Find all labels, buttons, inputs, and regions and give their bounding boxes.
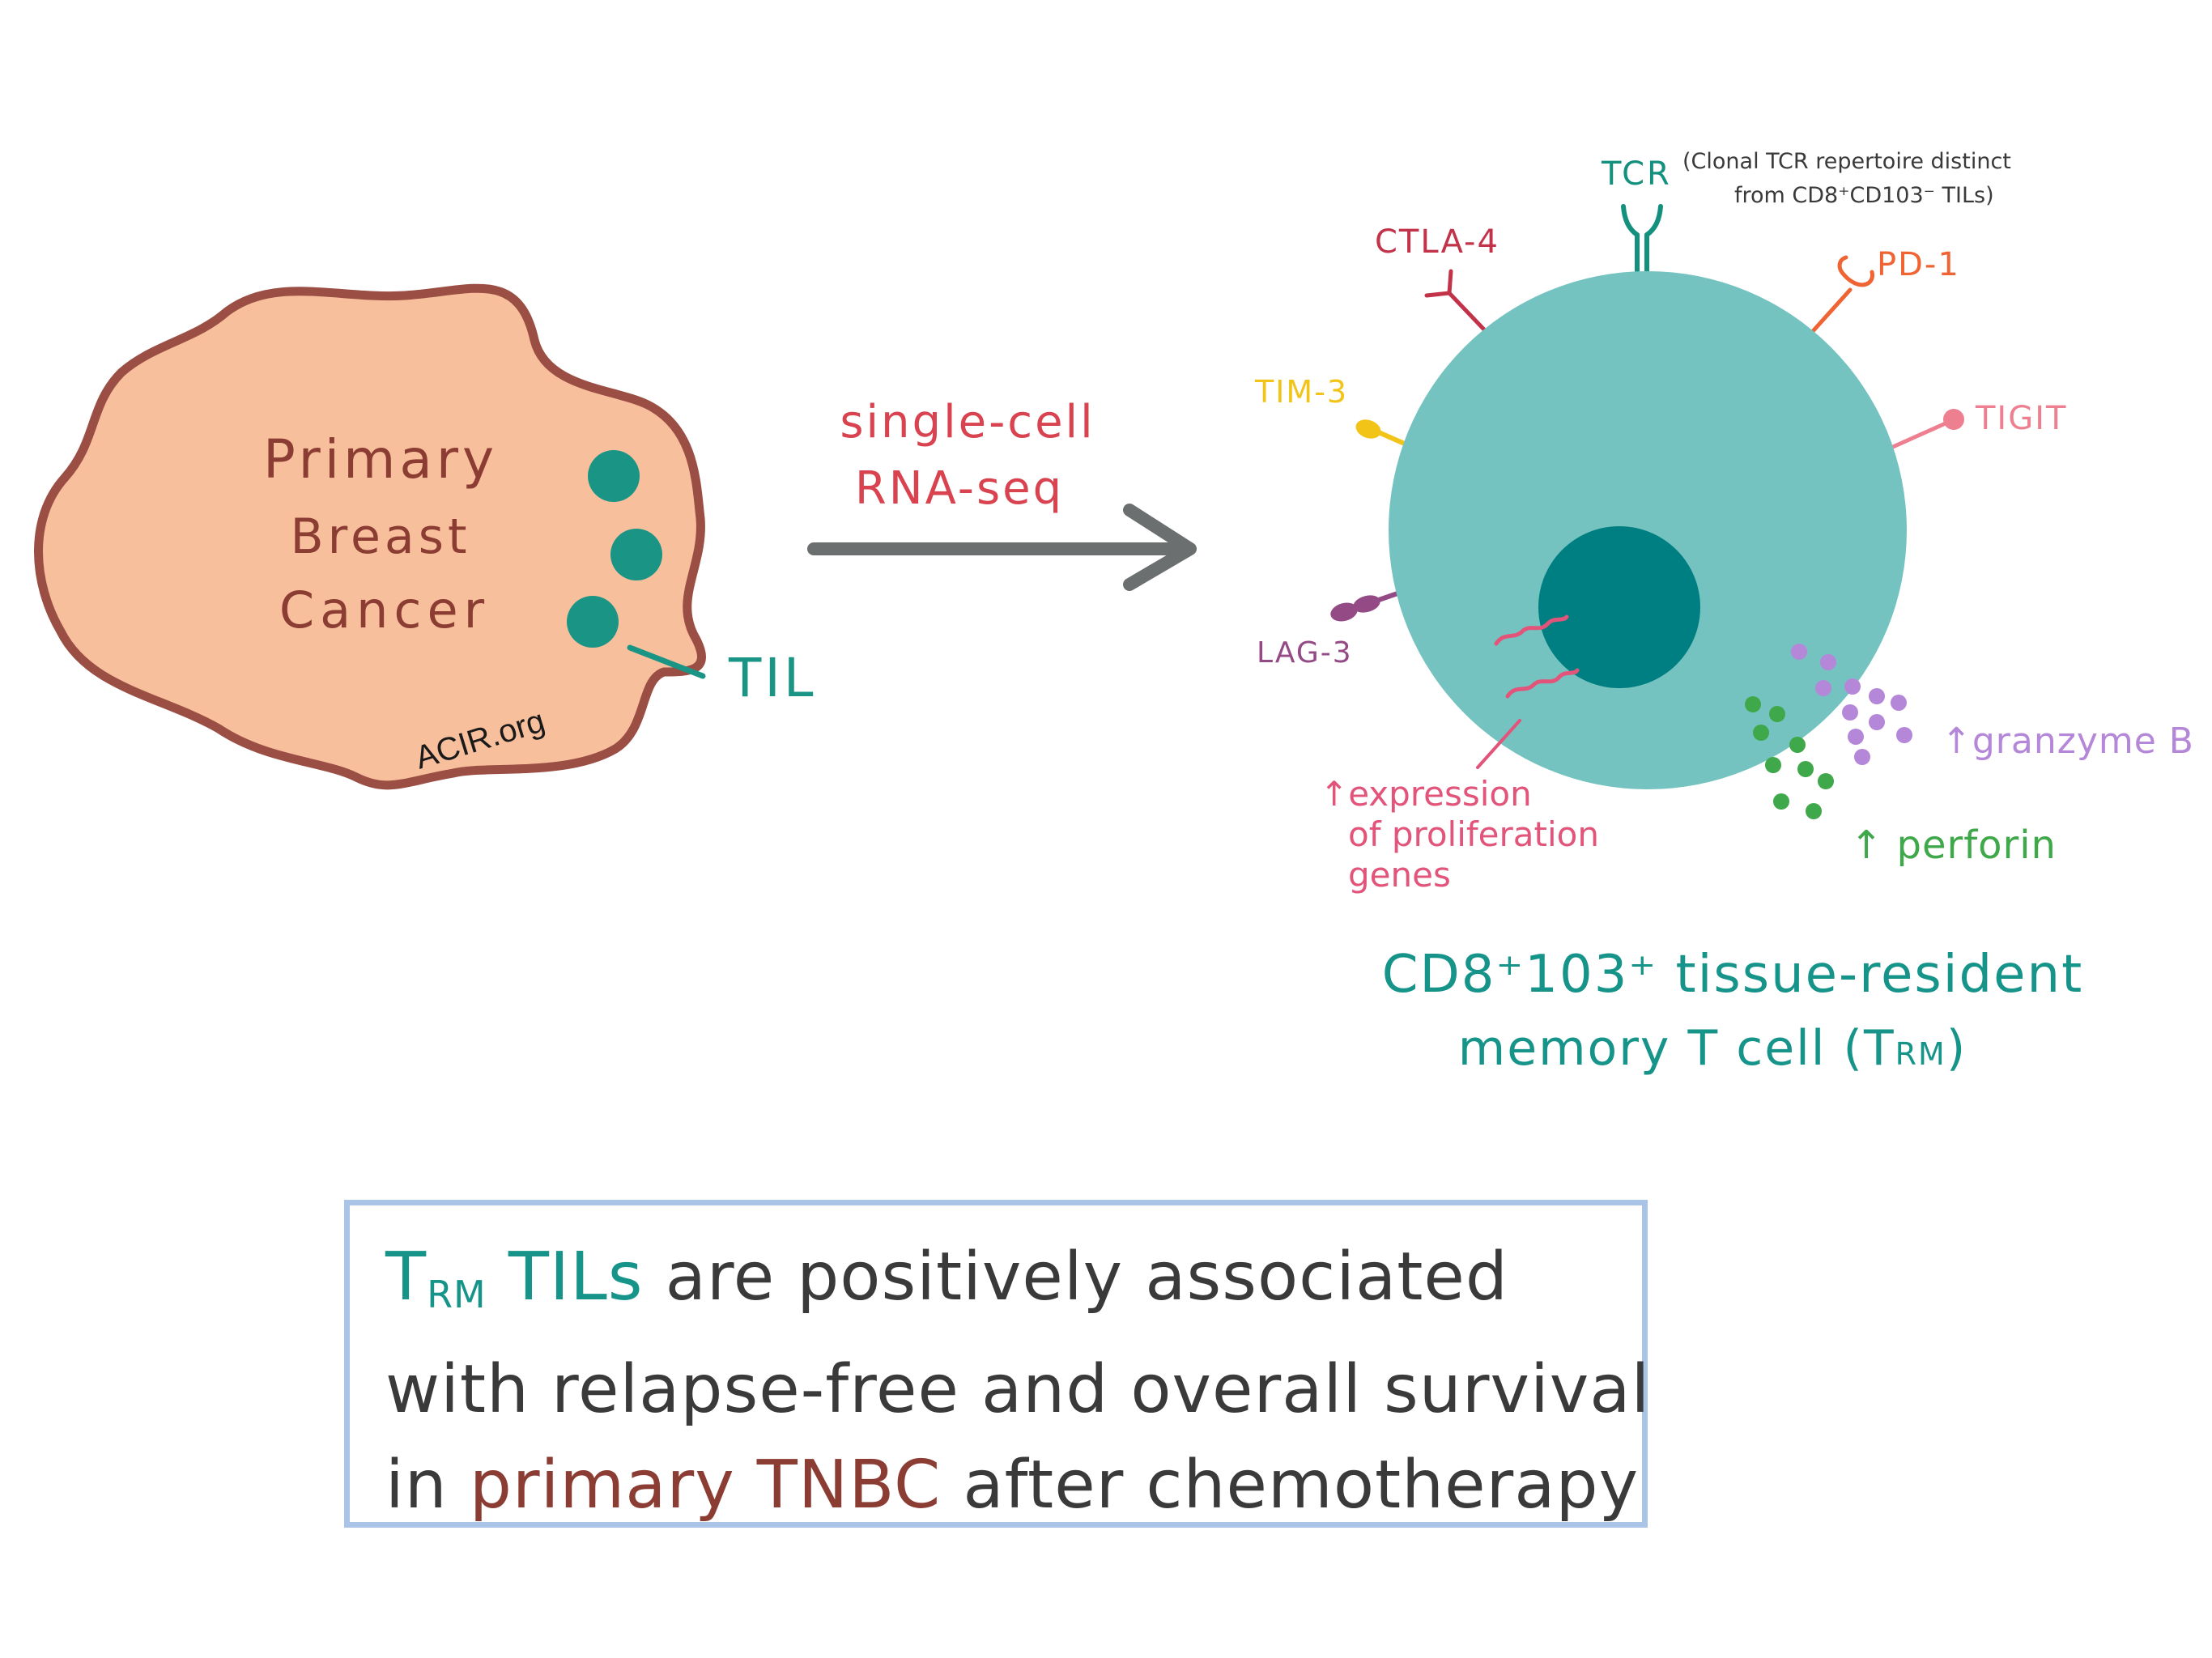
tumor-label-line-1: Primary [263, 428, 498, 491]
summary-line-3-post: after chemotherapy [941, 1447, 1640, 1524]
til-cell-1 [588, 450, 640, 502]
perforin-label: ↑ perforin [1850, 823, 2057, 868]
nucleus [1538, 526, 1700, 688]
tcr-label: TCR [1601, 155, 1672, 193]
summary-tils: TILs [486, 1239, 644, 1316]
summary-line-3-pre: in [385, 1447, 470, 1524]
til-cell-3 [567, 596, 619, 648]
tcr-note-line-2: from CD8⁺CD103⁻ TILs) [1734, 183, 1994, 208]
method-line-1: single-cell [840, 396, 1095, 449]
summary-trm-sub: RM [427, 1273, 487, 1316]
pd1-label: PD-1 [1877, 246, 1960, 283]
trm-cell: TCR (Clonal TCR repertoire distinct from… [1254, 149, 2194, 1077]
summary-line-3: in primary TNBC after chemotherapy [385, 1438, 1638, 1533]
tcr-note-line-1: (Clonal TCR repertoire distinct [1682, 149, 2011, 174]
cell-body [1389, 271, 1907, 789]
method-line-2: RNA-seq [855, 462, 1064, 515]
tumor-label-line-2: Breast [291, 508, 471, 565]
cell-caption-line-2-sub: RM [1895, 1036, 1946, 1072]
tim3-label: TIM-3 [1254, 374, 1348, 410]
cell-caption-line-1: CD8⁺103⁺ tissue-resident [1382, 945, 2083, 1005]
til-pointer-line [627, 644, 706, 679]
summary-trm-t: T [385, 1239, 428, 1316]
tumor-shape [34, 283, 706, 790]
summary-line-1: TRM TILs are positively associated [385, 1230, 1610, 1342]
granzyme-label: ↑granzyme B [1942, 721, 2194, 762]
summary-line-2: with relapse-free and overall survival [385, 1351, 1651, 1428]
proliferation-label-line-3: genes [1348, 855, 1451, 895]
lag3-label: LAG-3 [1257, 636, 1353, 670]
perforin-granules [1745, 696, 1834, 819]
process-arrow-head [1123, 504, 1197, 591]
tumor-label-line-3: Cancer [279, 580, 490, 640]
mrna-strands [1494, 614, 1580, 699]
summary-line-1-rest: are positively associated [643, 1239, 1508, 1316]
summary-primary-tnbc: primary TNBC [469, 1447, 942, 1524]
cell-caption-line-2: memory T cell (TRM) [1458, 1020, 1967, 1077]
method-annotation: single-cell RNA-seq [807, 396, 1197, 591]
til-cell-2 [610, 529, 662, 580]
cell-caption-line-2-close: ) [1946, 1020, 1967, 1077]
proliferation-label-line-2: of proliferation [1348, 814, 1599, 854]
cell-caption-line-2-text: memory T cell (T [1458, 1020, 1895, 1077]
ctla4-label: CTLA-4 [1375, 223, 1499, 261]
proliferation-pointer-line [1476, 719, 1521, 769]
primary-breast-cancer-tumor: Primary Breast Cancer TIL ACIR.org [34, 283, 817, 790]
granzyme-granules [1791, 644, 1912, 765]
summary-box: TRM TILs are positively associated with … [344, 1200, 1651, 1528]
proliferation-label-line-1: ↑expression [1320, 774, 1532, 814]
tigit-label: TIGIT [1975, 400, 2067, 437]
til-label: TIL [728, 647, 817, 709]
